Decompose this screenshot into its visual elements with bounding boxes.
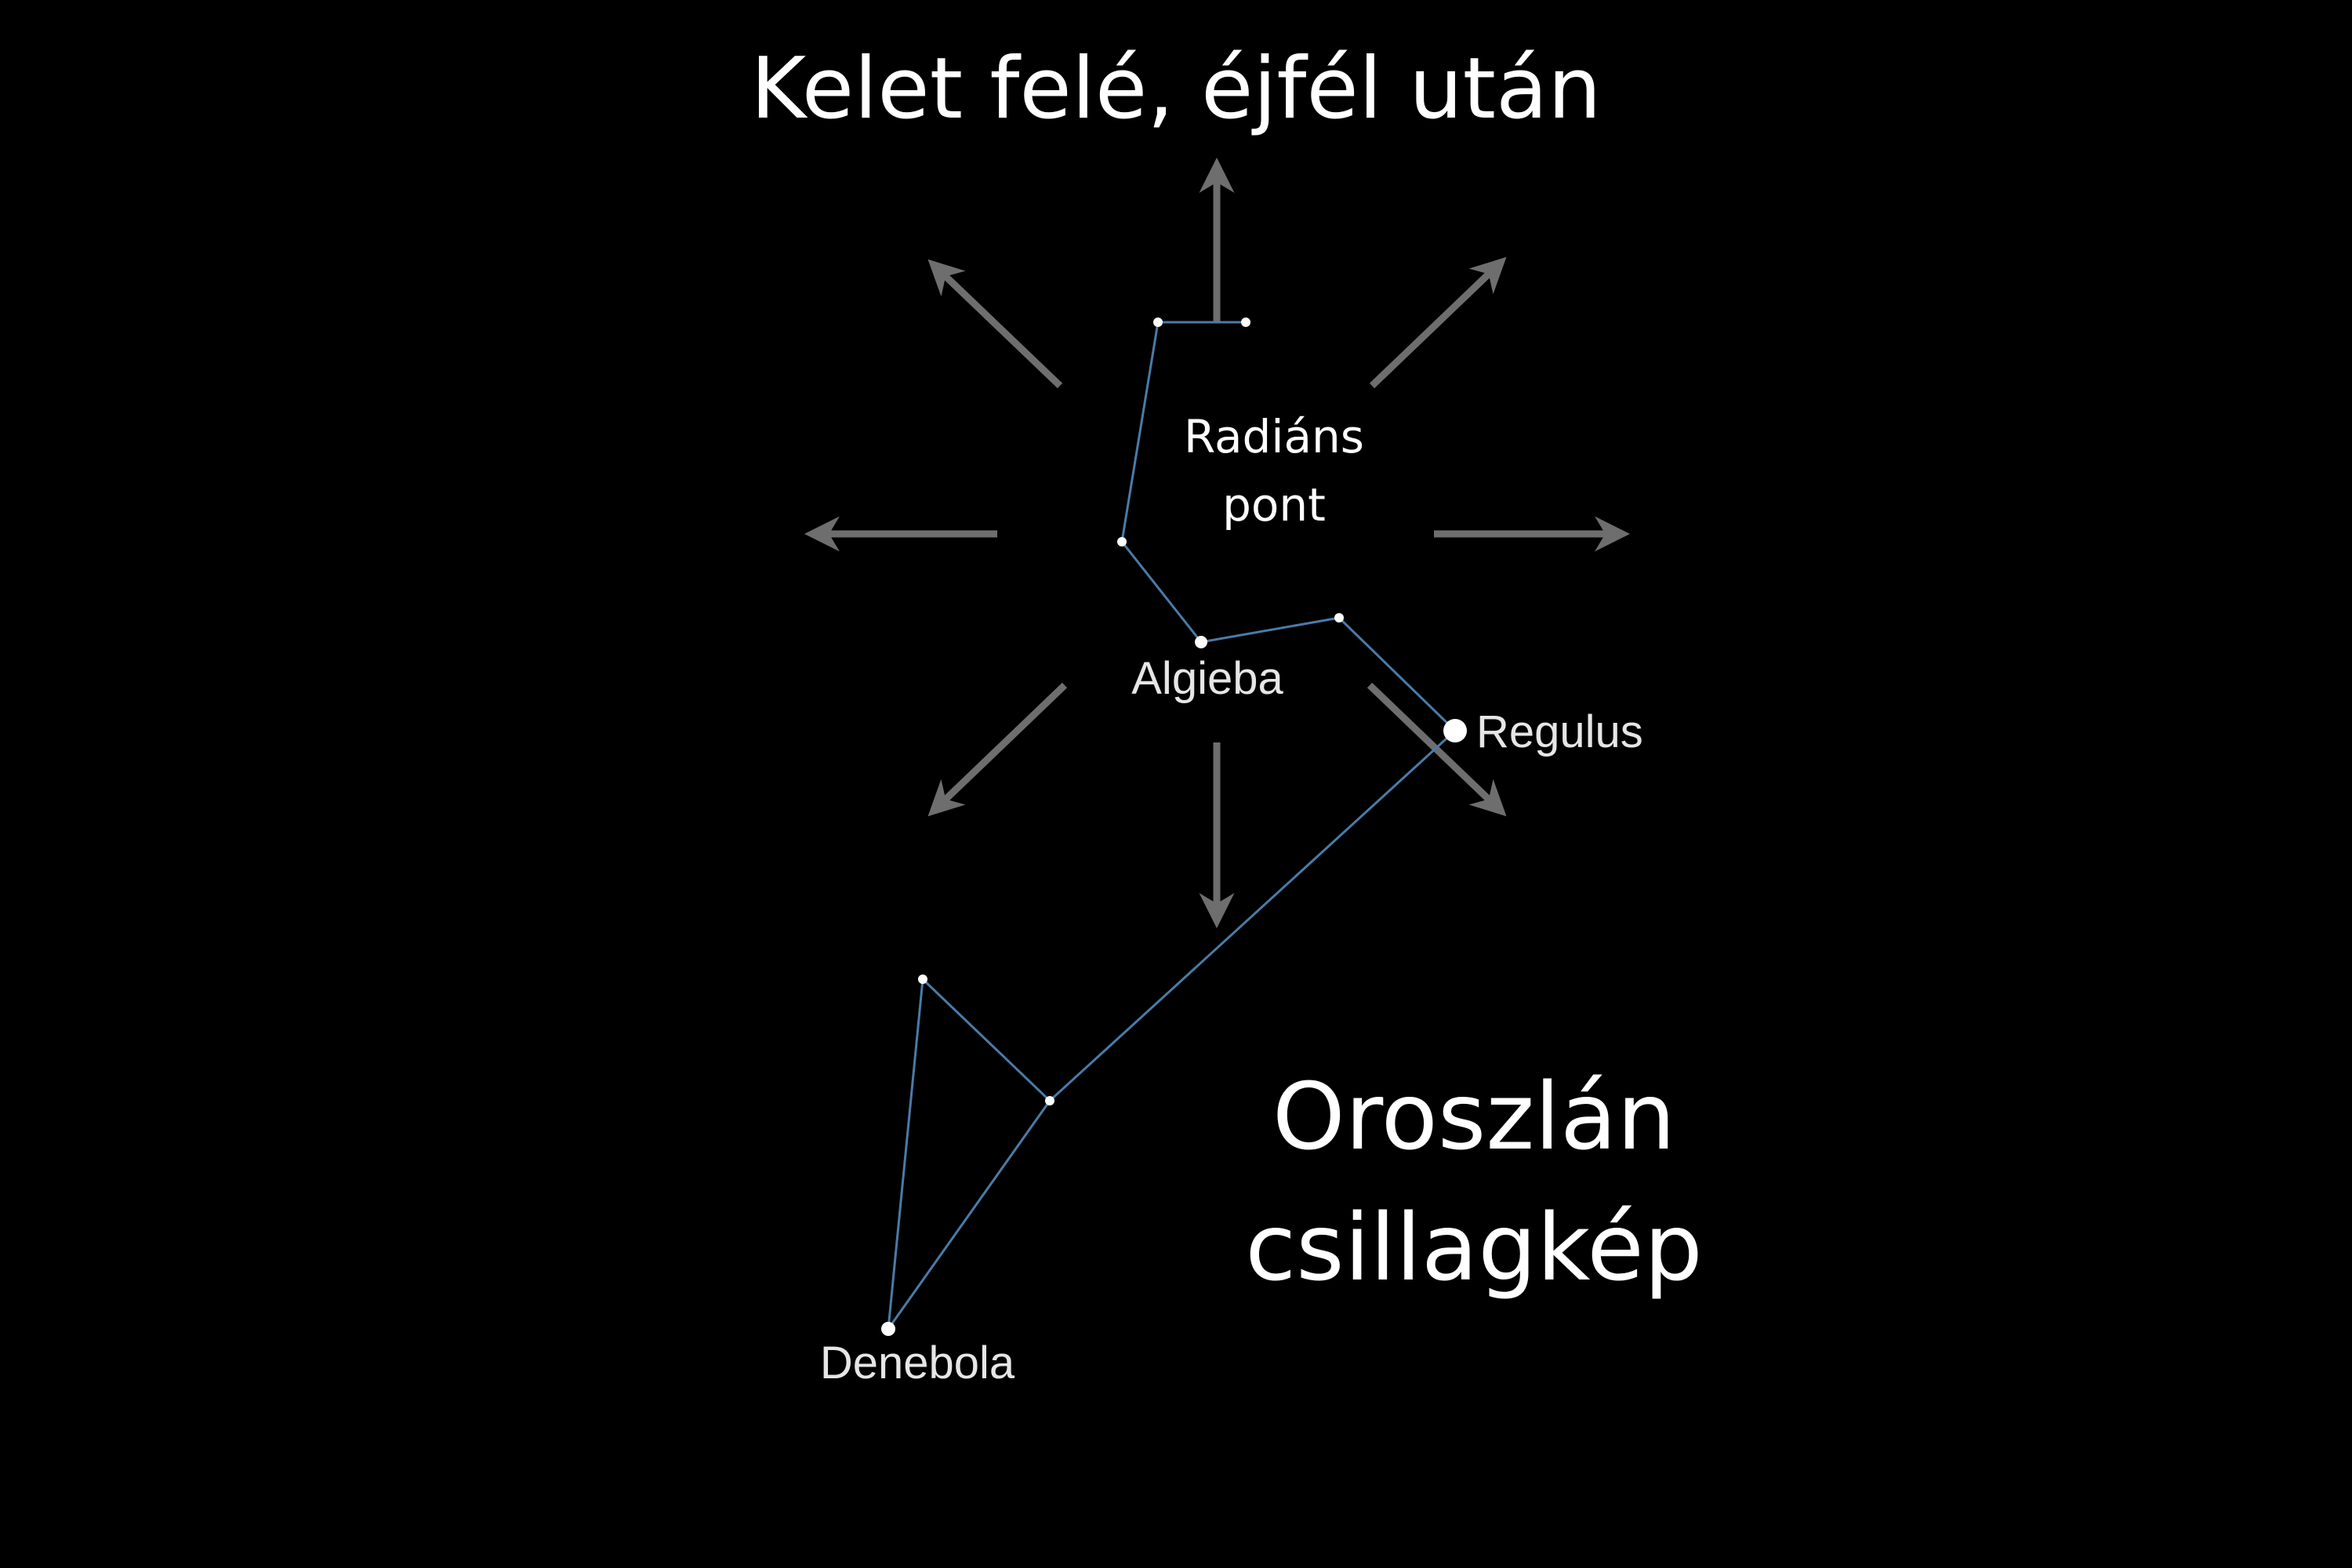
star bbox=[918, 975, 927, 984]
star bbox=[1334, 613, 1344, 622]
star-regulus bbox=[1443, 719, 1467, 742]
constellation-lines bbox=[886, 321, 1457, 1334]
stars bbox=[881, 318, 1467, 1336]
radiant-label-line2: pont bbox=[1222, 478, 1326, 532]
arrow-up-left-icon bbox=[927, 259, 1063, 389]
star bbox=[1045, 1096, 1054, 1105]
star bbox=[1153, 318, 1163, 327]
arrow-down-left-icon bbox=[927, 682, 1068, 817]
algieba-label: Algieba bbox=[1131, 653, 1283, 704]
star bbox=[1241, 318, 1250, 327]
denebola-label: Denebola bbox=[820, 1338, 1015, 1388]
arrow-up-right-icon bbox=[1369, 256, 1507, 389]
star-denebola bbox=[881, 1322, 895, 1336]
regulus-label: Regulus bbox=[1476, 706, 1643, 757]
radiant-label-line1: Radiáns bbox=[1184, 410, 1364, 463]
star-algieba bbox=[1195, 636, 1207, 648]
constellation-name-line2: csillagkép bbox=[1245, 1193, 1703, 1301]
star bbox=[1117, 537, 1127, 546]
diagram-title: Kelet felé, éjfél után bbox=[750, 40, 1601, 138]
constellation-name-line1: Oroszlán bbox=[1272, 1062, 1675, 1171]
meteor-direction-arrows bbox=[804, 158, 1630, 928]
